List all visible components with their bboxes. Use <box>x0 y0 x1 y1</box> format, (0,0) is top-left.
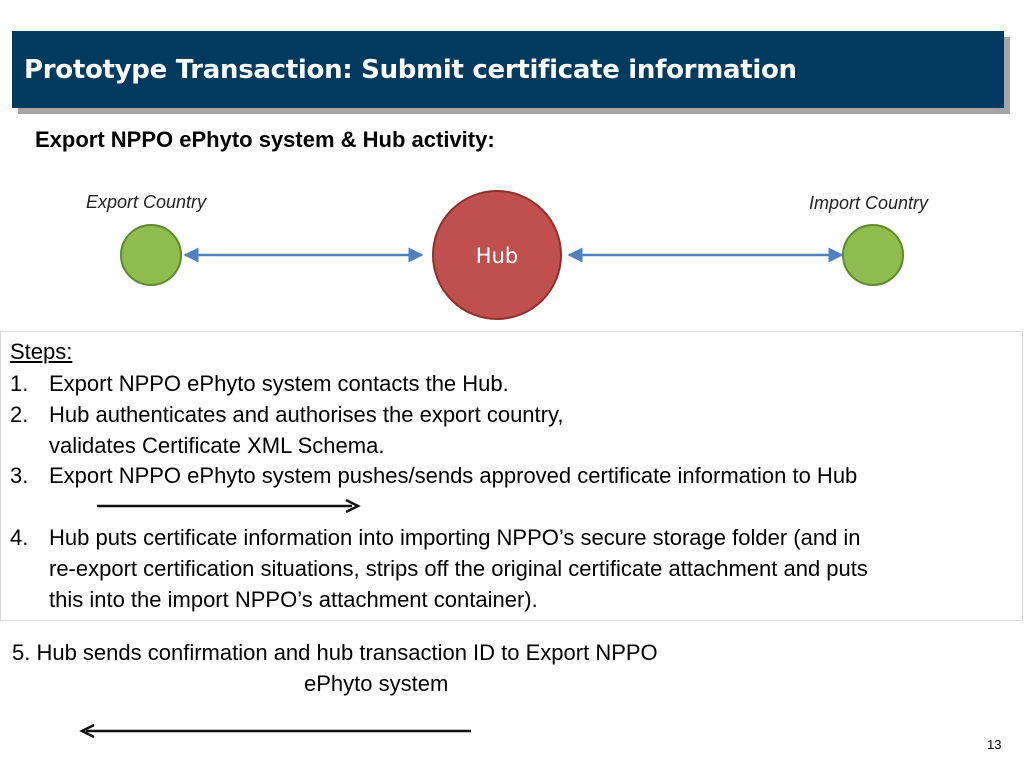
step-5-line-1: 5. Hub sends confirmation and hub transa… <box>12 640 658 665</box>
title-bar: Prototype Transaction: Submit certificat… <box>12 31 1004 108</box>
step-5-line-2: ePhyto system <box>304 671 449 696</box>
hub-node <box>432 190 562 320</box>
step-1-number: 1. <box>10 371 29 396</box>
page-number: 13 <box>987 737 1002 752</box>
slide-subtitle: Export NPPO ePhyto system & Hub activity… <box>35 127 495 152</box>
import-country-node <box>842 224 904 286</box>
step-4-line-1: Hub puts certificate information into im… <box>49 525 861 550</box>
import-country-label: Import Country <box>809 193 929 213</box>
steps-box <box>0 331 1023 621</box>
steps-heading: Steps: <box>10 339 73 364</box>
confirmation-arrow <box>79 723 471 739</box>
step-2-number: 2. <box>10 402 29 427</box>
step-3-text: Export NPPO ePhyto system pushes/sends a… <box>49 463 858 488</box>
step-1-text: Export NPPO ePhyto system contacts the H… <box>49 371 509 396</box>
step-4-line-2: re-export certification situations, stri… <box>49 556 868 581</box>
hub-label: Hub <box>476 244 518 268</box>
step-4-line-3: this into the import NPPO’s attachment c… <box>49 587 538 612</box>
export-country-node <box>120 224 182 286</box>
export-country-label: Export Country <box>86 192 207 212</box>
step-4-number: 4. <box>10 525 29 550</box>
step-2-line-1: Hub authenticates and authorises the exp… <box>49 402 564 427</box>
push-arrow <box>97 498 361 514</box>
slide-title: Prototype Transaction: Submit certificat… <box>24 54 797 85</box>
step-3-number: 3. <box>10 463 29 488</box>
hub-diagram: Hub <box>120 190 904 320</box>
step-2-line-2: validates Certificate XML Schema. <box>49 433 385 458</box>
